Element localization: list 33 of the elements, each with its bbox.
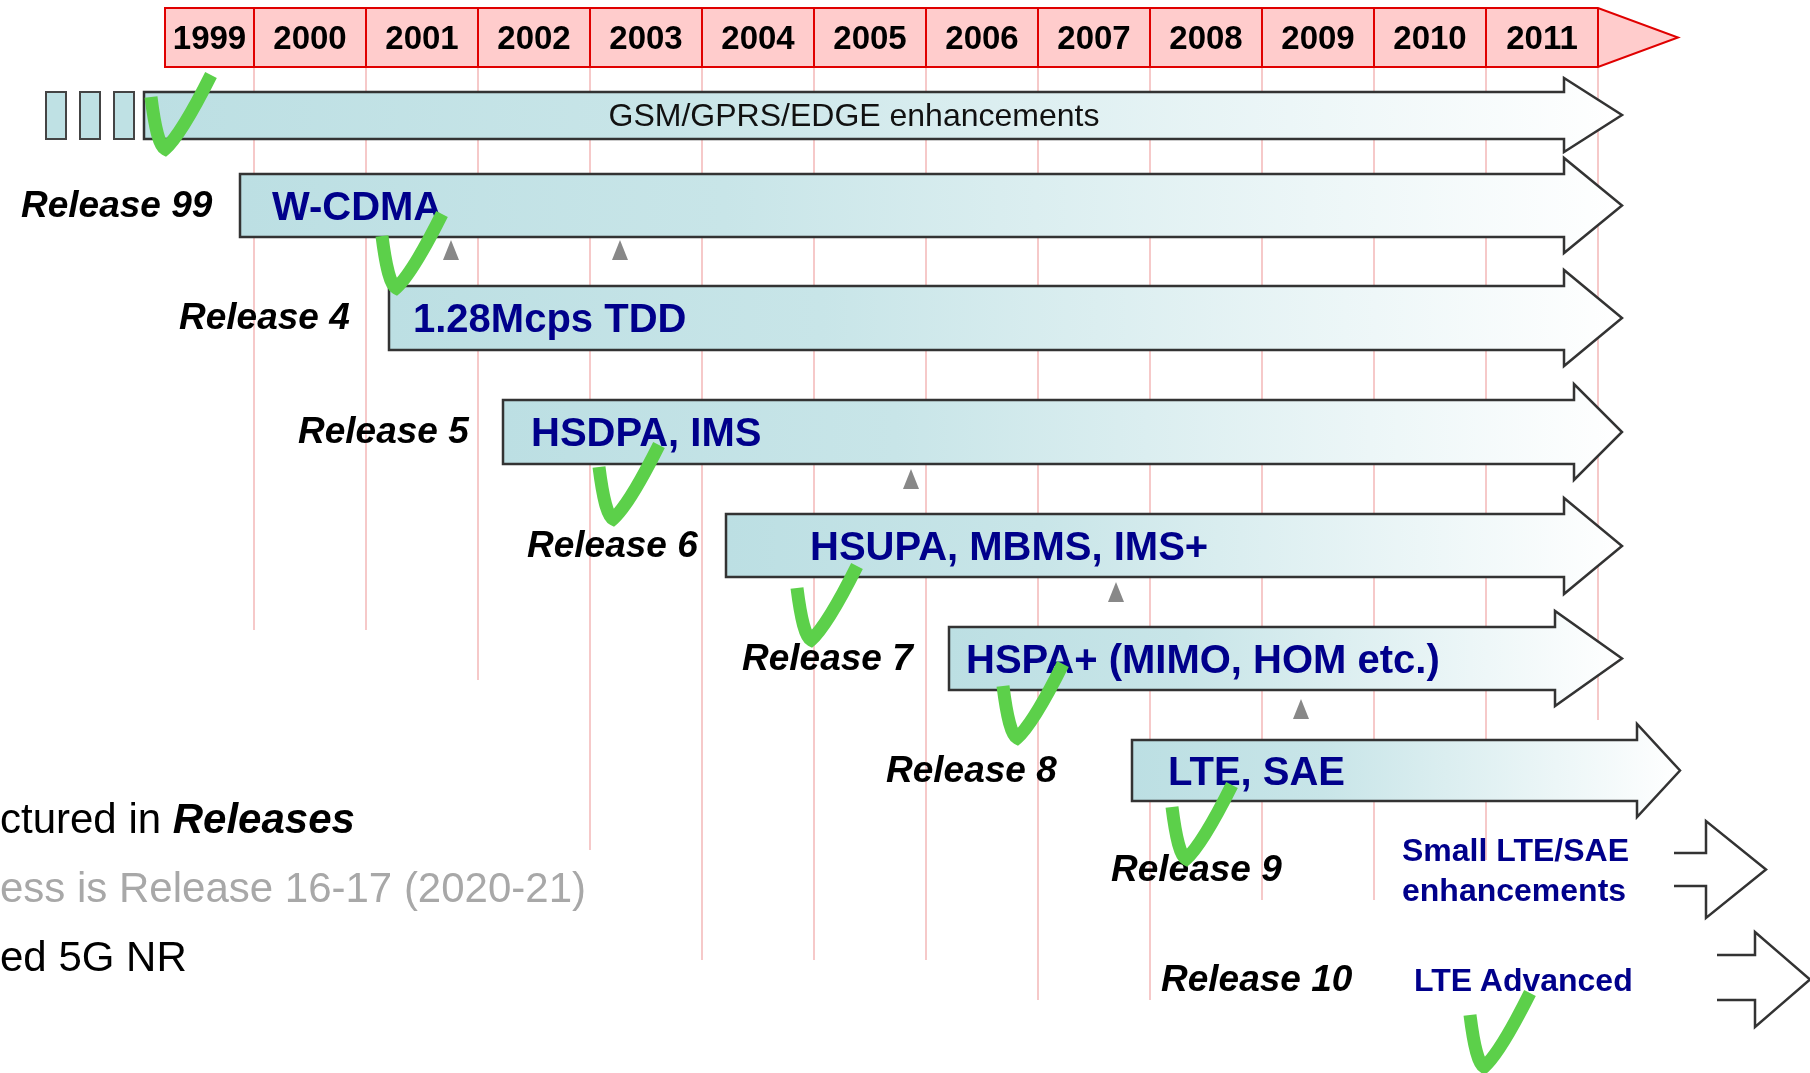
note-text: ed 5G NR — [0, 933, 187, 981]
feature-label: HSPA+ (MIMO, HOM etc.) — [966, 638, 1440, 679]
release-label: Release 6 — [527, 524, 698, 566]
year-label: 2008 — [1168, 18, 1244, 58]
year-label: 2000 — [272, 18, 348, 58]
year-label: 2002 — [496, 18, 572, 58]
release-label: Release 8 — [886, 748, 1057, 791]
feature-label: 1.28Mcps TDD — [413, 298, 687, 338]
release-label: Release 5 — [298, 410, 469, 452]
feature-label: GSM/GPRS/EDGE enhancements — [607, 99, 1101, 131]
feature-label: LTE, SAE — [1168, 750, 1346, 791]
feature-label: HSDPA, IMS — [531, 412, 762, 452]
note-text: ess is Release 16-17 (2020-21) — [0, 864, 586, 912]
year-label: 2011 — [1505, 18, 1579, 58]
release-label: Release 4 — [179, 296, 350, 338]
year-label: 2006 — [944, 18, 1020, 58]
feature-label: LTE Advanced — [1414, 963, 1633, 996]
release-label: Release 9 — [1111, 847, 1282, 890]
release-label: Release 99 — [21, 183, 213, 226]
feature-label: Small LTE/SAE enhancements — [1402, 830, 1630, 910]
year-label: 2007 — [1056, 18, 1132, 58]
feature-label: HSUPA, MBMS, IMS+ — [810, 526, 1209, 566]
year-label: 1999 — [171, 18, 248, 58]
year-label: 2001 — [384, 18, 460, 58]
year-label: 2010 — [1392, 18, 1468, 58]
year-label: 2003 — [608, 18, 684, 58]
year-label: 2004 — [720, 18, 796, 58]
release-label: Release 10 — [1161, 957, 1353, 1000]
release-label: Release 7 — [742, 636, 913, 679]
year-label: 2005 — [832, 18, 908, 58]
note-text: ctured in Releases — [0, 795, 355, 843]
year-label: 2009 — [1280, 18, 1356, 58]
feature-label: W-CDMA — [272, 185, 443, 226]
